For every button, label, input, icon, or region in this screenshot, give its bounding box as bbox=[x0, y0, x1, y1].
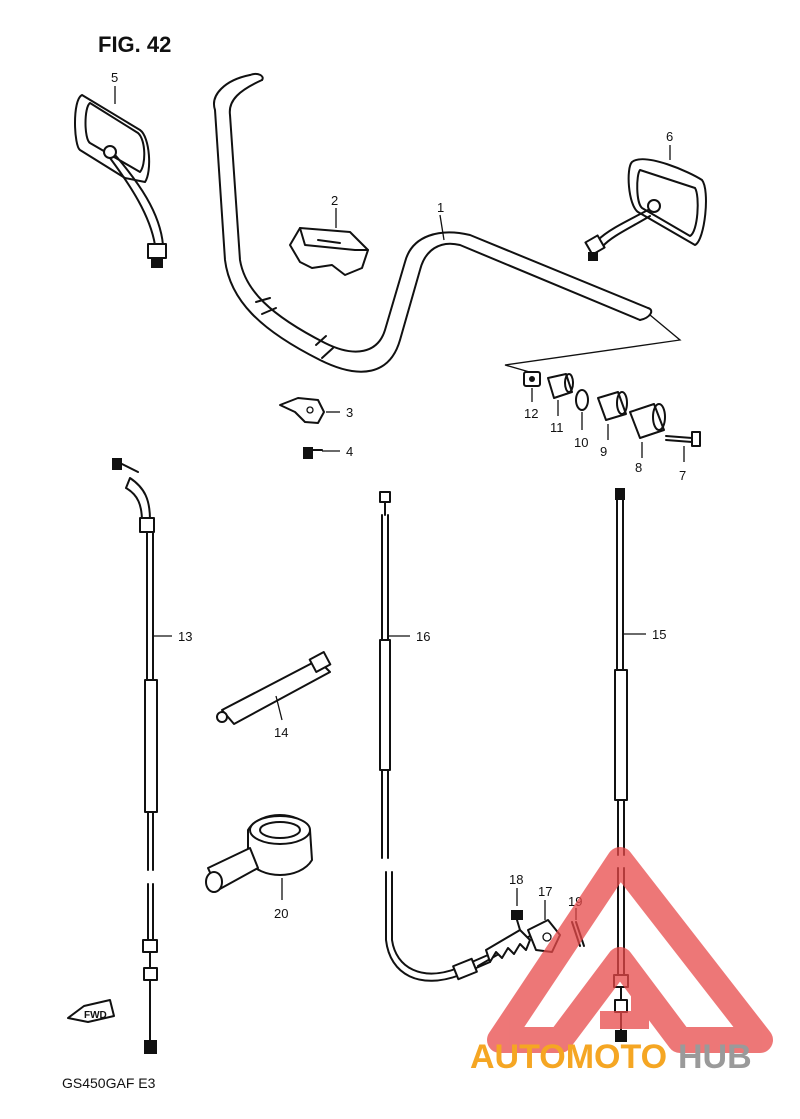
watermark-part1: AUTOMOTO bbox=[470, 1038, 667, 1076]
watermark-logo-icon bbox=[487, 847, 773, 1053]
clutch-cable-16 bbox=[379, 491, 531, 982]
watermark-text: AUTOMOTO HUB bbox=[470, 1038, 752, 1076]
band-14 bbox=[216, 651, 332, 725]
screw-7 bbox=[665, 431, 701, 447]
washer-10 bbox=[575, 389, 589, 411]
throttle-cable-13 bbox=[112, 458, 158, 1054]
spacer-11 bbox=[547, 373, 574, 399]
callout-3: 3 bbox=[346, 405, 353, 420]
callout-12: 12 bbox=[524, 406, 538, 421]
handlebar-holder bbox=[289, 227, 369, 276]
callout-7: 7 bbox=[679, 468, 686, 483]
bolt-18 bbox=[511, 910, 523, 931]
callout-2: 2 bbox=[331, 193, 338, 208]
fwd-label: FWD bbox=[84, 1010, 107, 1021]
callout-14: 14 bbox=[274, 725, 288, 740]
watermark-part2: HUB bbox=[678, 1038, 752, 1076]
callout-1: 1 bbox=[437, 200, 444, 215]
callout-9: 9 bbox=[600, 444, 607, 459]
callout-15: 15 bbox=[652, 627, 666, 642]
callout-4: 4 bbox=[346, 444, 353, 459]
callout-20: 20 bbox=[274, 906, 288, 921]
callout-8: 8 bbox=[635, 460, 642, 475]
fwd-arrow-icon: FWD bbox=[67, 999, 115, 1023]
callout-13: 13 bbox=[178, 629, 192, 644]
handlebar bbox=[213, 72, 653, 373]
model-code: GS450GAF E3 bbox=[62, 1075, 156, 1091]
callout-11: 11 bbox=[550, 420, 564, 435]
figure-title: FIG. 42 bbox=[98, 32, 171, 57]
right-mirror bbox=[584, 158, 707, 261]
callout-6: 6 bbox=[666, 129, 673, 144]
callout-10: 10 bbox=[574, 435, 588, 450]
bar-end-nut-12 bbox=[523, 371, 541, 387]
callout-17: 17 bbox=[538, 884, 552, 899]
cable-guide-20 bbox=[205, 814, 313, 893]
bolt-part-4 bbox=[303, 447, 323, 459]
left-mirror bbox=[74, 94, 167, 268]
balancer-8 bbox=[629, 403, 666, 439]
rubber-9 bbox=[597, 391, 628, 421]
callout-18: 18 bbox=[509, 872, 523, 887]
callout-16: 16 bbox=[416, 629, 430, 644]
bracket-part-3 bbox=[279, 397, 325, 424]
callout-5: 5 bbox=[111, 70, 118, 85]
